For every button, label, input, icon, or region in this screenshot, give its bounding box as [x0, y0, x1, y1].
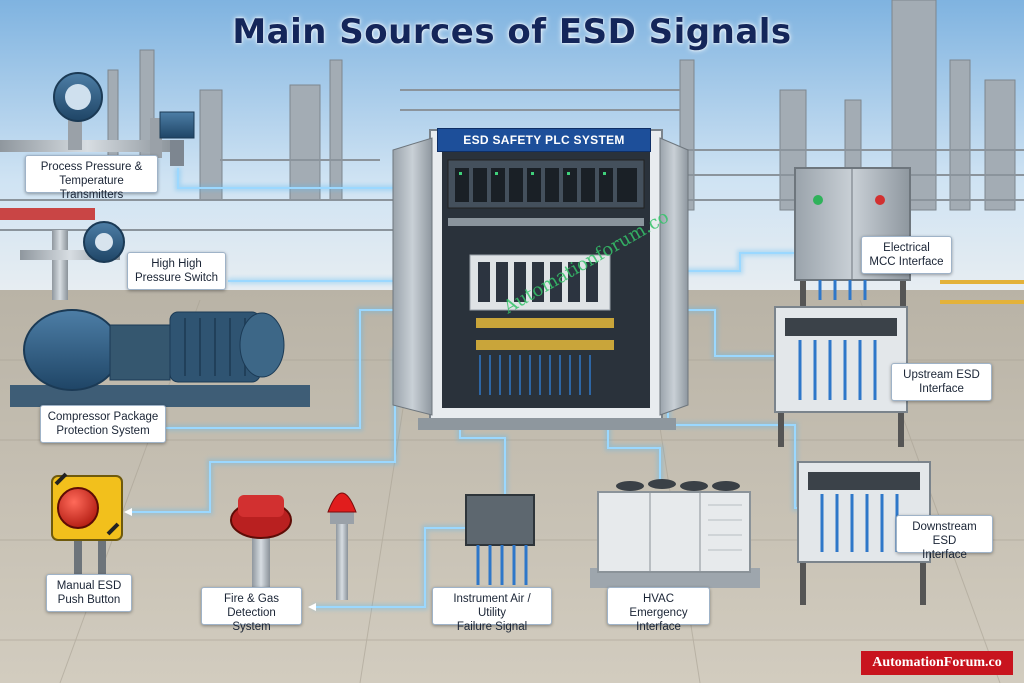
callout-downstream-line2: Interface [922, 549, 967, 561]
callout-transmitters-line2: Temperature Transmitters [59, 175, 124, 201]
callout-upstream: Upstream ESD Interface [891, 363, 992, 401]
callout-hvac-line1: HVAC Emergency [629, 593, 688, 619]
callout-transmitters: Process Pressure & Temperature Transmitt… [25, 155, 158, 201]
brand-badge[interactable]: AutomationForum.co [861, 651, 1013, 675]
callout-mcc-line2: MCC Interface [869, 256, 944, 268]
callout-fire-gas: Fire & Gas Detection System [201, 587, 302, 633]
esd-push-button-icon [51, 472, 123, 575]
compressor-package-icon [10, 309, 310, 407]
callout-downstream-line1: Downstream ESD [912, 521, 977, 547]
callout-push-button: Manual ESD Push Button [46, 574, 132, 612]
upstream-panel-icon [774, 306, 908, 447]
pressure-switch-icon [20, 221, 125, 300]
callout-mcc-line1: Electrical [883, 242, 930, 254]
red-pipe [0, 208, 95, 220]
callout-upstream-line1: Upstream ESD [903, 369, 980, 381]
callout-pressure-switch: High High Pressure Switch [127, 252, 226, 290]
callout-instrument-air: Instrument Air / Utility Failure Signal [432, 587, 552, 633]
hvac-unit-icon [590, 479, 760, 588]
plc-system-banner: ESD SAFETY PLC SYSTEM [437, 128, 651, 152]
callout-fire-gas-line2: Detection System [227, 607, 276, 633]
page-title: Main Sources of ESD Signals [232, 12, 792, 52]
callout-compressor: Compressor Package Protection System [40, 405, 166, 443]
callout-mcc: Electrical MCC Interface [861, 236, 952, 274]
fire-gas-detector-icon [230, 492, 357, 600]
junction-box-icon [465, 494, 535, 585]
callout-instrument-air-line1: Instrument Air / Utility [453, 593, 531, 619]
pressure-transmitter-icon [0, 72, 175, 152]
callout-hvac-line2: Interface [636, 621, 681, 633]
yellow-railings [940, 280, 1024, 304]
callout-fire-gas-line1: Fire & Gas [224, 593, 279, 605]
callout-transmitters-line1: Process Pressure & [40, 161, 143, 173]
callout-compressor-line1: Compressor Package [47, 411, 159, 423]
callout-hvac: HVAC Emergency Interface [607, 587, 710, 633]
callout-downstream: Downstream ESD Interface [896, 515, 993, 561]
callout-pressure-switch-line2: Pressure Switch [134, 272, 219, 284]
esd-cabinet [392, 129, 689, 430]
temperature-transmitter-icon [150, 111, 195, 166]
callout-push-button-line1: Manual ESD [56, 580, 122, 592]
callout-push-button-line2: Push Button [57, 594, 121, 606]
callout-instrument-air-line2: Failure Signal [456, 621, 528, 633]
callout-upstream-line2: Interface [919, 383, 964, 395]
callout-pressure-switch-line1: High High [151, 258, 202, 270]
callout-compressor-line2: Protection System [56, 425, 150, 437]
